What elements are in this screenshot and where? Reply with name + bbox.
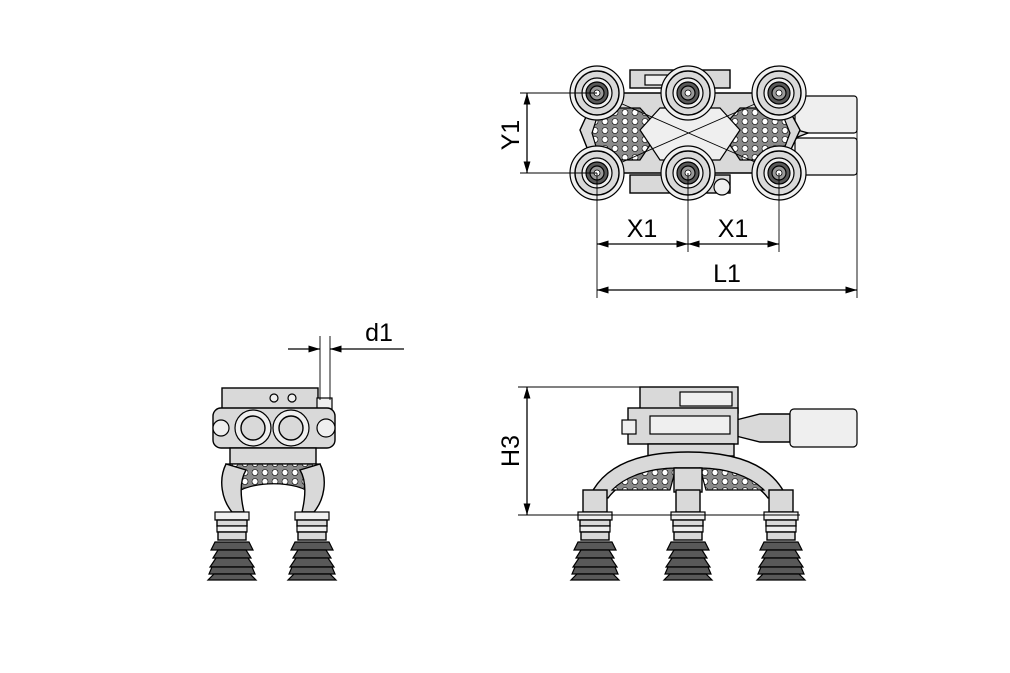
y1-dimension: Y1 [497,92,597,174]
h3-dimension: H3 [497,386,800,516]
x1-left-label: X1 [627,215,658,243]
front-view-tube [789,408,858,448]
side-cup-left [207,511,257,581]
d1-dimension: d1 [288,319,404,400]
top-cup-2 [660,65,716,121]
d1-label: d1 [365,319,393,347]
front-cup-1 [570,511,620,581]
top-cup-3 [751,65,807,121]
y1-label: Y1 [497,120,525,151]
l1-label: L1 [713,260,741,288]
side-view: d1 [207,319,404,581]
front-cup-3 [756,511,806,581]
front-view: H3 [497,386,858,581]
top-view: Y1 X1 X1 L1 [497,65,858,298]
side-cup-right [287,511,337,581]
l1-dimension: L1 [597,100,858,298]
x1-right-label: X1 [718,215,749,243]
front-cup-2 [663,511,713,581]
h3-label: H3 [497,435,525,467]
x1-dimension: X1 X1 [596,173,780,298]
